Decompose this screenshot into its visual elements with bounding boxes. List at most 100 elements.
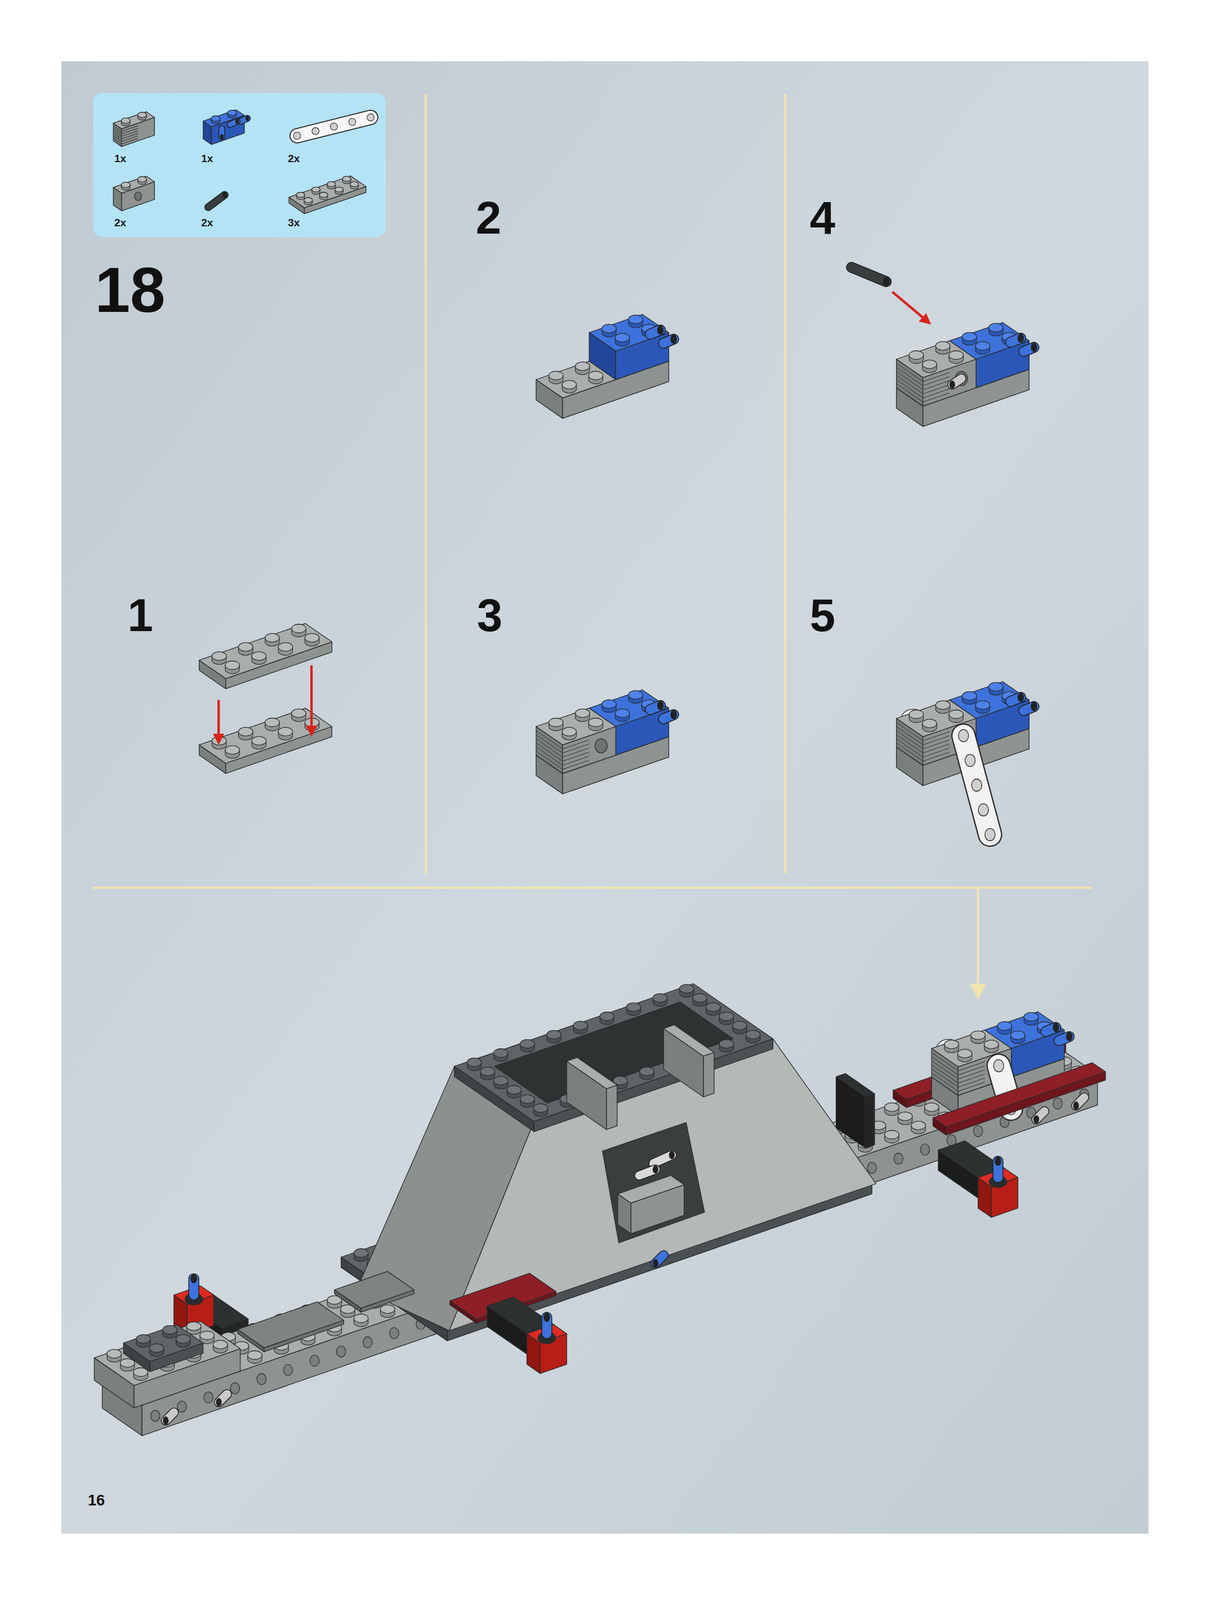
stud-top	[225, 746, 240, 755]
pin-end	[949, 380, 956, 390]
pin	[653, 1155, 672, 1165]
stud-top	[493, 1076, 509, 1086]
stud	[719, 1040, 734, 1053]
stud-top	[745, 1030, 760, 1040]
stud-top	[211, 652, 226, 661]
stud-top	[121, 117, 131, 123]
grille-line	[923, 389, 950, 399]
stud	[493, 1049, 509, 1062]
arrow-line	[977, 888, 980, 984]
stud	[107, 1349, 122, 1363]
stud	[997, 1022, 1012, 1035]
stud-top	[962, 692, 977, 701]
stud-top	[575, 709, 590, 718]
stud	[719, 1012, 734, 1026]
stud	[251, 736, 266, 750]
stud	[225, 661, 240, 674]
grille-line	[923, 393, 950, 403]
stud-top	[909, 350, 924, 360]
brick-top	[566, 1057, 618, 1089]
stud-top	[922, 719, 937, 728]
pin-outline	[851, 267, 887, 282]
technic-hole	[389, 1328, 399, 1340]
grille-line	[931, 1061, 958, 1080]
stud	[380, 1305, 395, 1318]
arrow-line	[892, 291, 923, 318]
pin-end	[220, 134, 224, 140]
technic-hole	[309, 1355, 319, 1367]
stud	[327, 181, 336, 190]
grille-line	[931, 1069, 958, 1089]
stud	[137, 176, 147, 185]
liftarm-hole	[964, 754, 975, 768]
grille-line	[931, 1057, 958, 1076]
pin-end	[1066, 1032, 1073, 1042]
stud-top	[719, 1040, 734, 1049]
grille-line	[536, 743, 563, 763]
part-quantity: 1x	[201, 153, 213, 164]
stud	[211, 652, 226, 665]
grille-line	[957, 1070, 985, 1080]
stud	[599, 1012, 614, 1026]
technic-hole	[893, 1153, 903, 1165]
grille-line	[896, 379, 924, 399]
grille-line	[923, 748, 950, 758]
stud-top	[312, 186, 321, 193]
brick-top	[288, 175, 367, 208]
stud	[137, 112, 147, 120]
stud	[211, 116, 221, 124]
grille-line	[536, 751, 563, 770]
stud	[251, 652, 266, 665]
stud	[628, 691, 643, 704]
stud	[884, 1103, 899, 1116]
stud-top	[238, 643, 253, 652]
grille-line	[536, 738, 563, 758]
stud-top	[186, 1322, 201, 1331]
grille-line	[896, 743, 924, 763]
pin-outline	[653, 1155, 672, 1165]
stud	[213, 1340, 228, 1354]
part-quantity: 1x	[114, 153, 127, 164]
arrow-head	[212, 733, 225, 746]
part-quantity: 3x	[287, 217, 300, 229]
stud-top	[506, 1085, 521, 1095]
technic-hole	[283, 1364, 293, 1376]
pin-end	[669, 1151, 675, 1161]
brick-top	[113, 112, 155, 129]
stud-top	[615, 333, 630, 342]
liftarm-hole	[293, 132, 301, 140]
substep-1	[199, 623, 333, 774]
technic-hole	[594, 738, 608, 753]
liftarm-hole	[958, 729, 969, 743]
stud-top	[588, 371, 603, 380]
part-quantity: 2x	[201, 217, 213, 229]
pin-end	[883, 277, 890, 287]
stud	[227, 110, 237, 119]
stud-top	[107, 1349, 122, 1359]
pin-end	[657, 325, 664, 335]
technic-hole	[336, 1346, 346, 1358]
grille-line	[536, 731, 563, 750]
liftarm-hole	[367, 113, 375, 122]
grille-line	[562, 748, 590, 758]
stud-top	[304, 197, 313, 203]
stud-top	[533, 1104, 548, 1113]
substep-number: 5	[809, 592, 836, 639]
stud	[909, 710, 924, 723]
pin-end	[670, 710, 677, 720]
stud-top	[291, 709, 306, 718]
stud-top	[924, 1103, 939, 1112]
stud	[652, 994, 667, 1007]
substep-number: 4	[809, 194, 836, 242]
stud-top	[278, 643, 293, 652]
parts-list-box: 1x1x2x2x2x3x	[92, 92, 386, 238]
grille-line	[957, 1066, 985, 1076]
stud-top	[1023, 1013, 1038, 1022]
grille-line	[121, 125, 138, 132]
stud	[575, 709, 590, 722]
stud	[573, 1021, 588, 1035]
stud	[909, 350, 924, 364]
grille-line	[896, 727, 924, 746]
stud-top	[149, 1344, 164, 1353]
stud-top	[944, 1040, 959, 1049]
